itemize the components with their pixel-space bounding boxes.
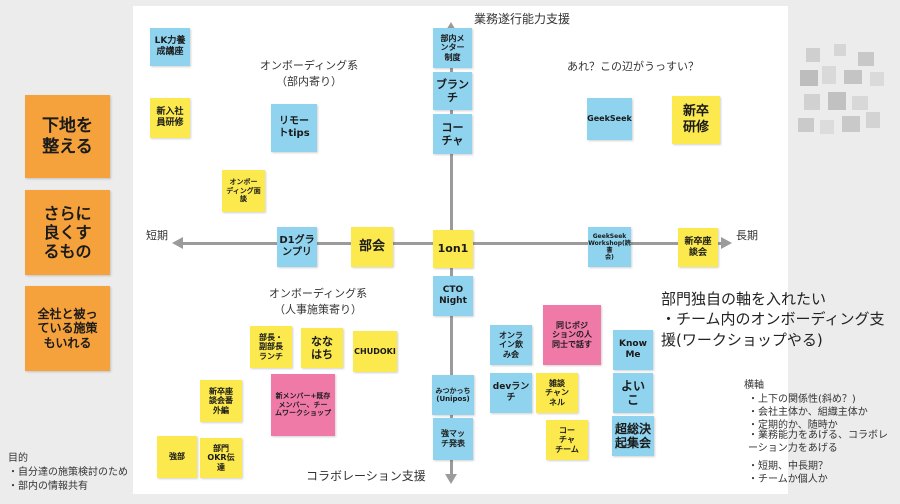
axis-label-right: 長期 (736, 229, 758, 242)
note-shinsotsu-zadankai: 新卒座 談会 (678, 228, 718, 267)
note-chudoki: CHUDOKI (353, 331, 397, 372)
note-new-member-workshop: 新メンバー+既存 メンバー、チー ムワークショップ (271, 374, 335, 436)
note-devlunch: devラン チ (490, 373, 532, 413)
axis-arrow-down-icon (445, 474, 457, 484)
label-onboarding-hr: オンボーディング系 （人事施策寄り） (268, 287, 368, 316)
note-coach: コー チャ (433, 114, 472, 154)
note-bukai: 部会 (351, 227, 393, 267)
axis-arrow-left-icon (172, 237, 183, 249)
note-online-nomikai: オンラ イン飲 み会 (490, 325, 532, 365)
purpose-title: 目的 (8, 453, 28, 464)
label-thin-area: あれ？この辺がうっすい？ (567, 60, 699, 73)
yoko-item: ・定期的か、随時か (748, 420, 838, 431)
note-bumon-okr: 強部 (157, 436, 197, 478)
yoko-item: ・業務能力をあげる、コラボレーション力をあげる (748, 430, 888, 454)
yoko-item: ・上下の関係性(斜め？) (748, 394, 856, 405)
note-kyomatch: 部門 OKR伝 達 (200, 438, 242, 478)
purpose-item: ・自分達の施策検討のため (8, 467, 128, 478)
yoko-item: ・会社主体か、組織主体か (748, 407, 868, 418)
note-geekseek-workshop: GeekSeek Workshop(読書 会) (588, 227, 631, 267)
note-lk: LK力養 成講座 (150, 28, 190, 66)
note-remote: リモー トtips (271, 104, 317, 152)
note-kyoubu: 超総決 起集会 (612, 416, 654, 456)
note-d1: D1グラ ンプリ (277, 227, 317, 267)
note-nanahachi: なな はち (301, 328, 343, 368)
axis-label-bottom: コラボレーション支援 (306, 469, 426, 483)
yoko-item: ・チームか個人か (748, 474, 828, 485)
note-cto-night: CTO Night (433, 276, 473, 316)
note-onboarding-interview: オンボー ディング面 談 (222, 170, 265, 212)
note-branch: ブラン チ (433, 72, 472, 110)
note-buchou-lunch: 部長・ 副部長 ランチ (250, 326, 292, 368)
big-text-department-axis: 部門独自の軸を入れたい ・チーム内のオンボーディング支援(ワークショップやる) (661, 290, 885, 349)
note-chosoketsu: コー チャ チーム (546, 420, 588, 460)
axis-label-top: 業務遂行能力支援 (474, 12, 571, 26)
side-note-improve: さらに 良くす るもの (25, 190, 110, 275)
note-shinsotsu-bangai: 新卒座 談会番 外編 (200, 380, 242, 422)
note-mitsukatchi: みつかっち (Unipos) (432, 375, 474, 415)
side-note-foundation: 下地を 整える (25, 95, 110, 178)
yoko-title: 横軸 (744, 380, 764, 391)
side-note-company-overlap: 全社と被っ ている施策 もいれる (25, 286, 110, 371)
yoko-item: ・短期、中長期？ (748, 461, 828, 472)
label-onboarding-dept: オンボーディング系 （部内寄り） (259, 59, 359, 88)
purpose-item: ・部内の情報共有 (8, 481, 88, 492)
note-shinsotsu: 新卒 研修 (672, 96, 720, 144)
axis-arrow-up-icon (445, 22, 457, 32)
pixelated-image (792, 40, 892, 140)
note-knowme: Know Me (613, 330, 653, 370)
note-yoiko: よい こ (613, 373, 653, 413)
axis-label-left: 短期 (146, 229, 168, 242)
note-newhire: 新入社 員研修 (150, 98, 190, 138)
note-same-position: 同じポジ ションの人 同士で話す (543, 305, 601, 365)
note-coach-team: 強マッ チ発表 (433, 418, 473, 460)
note-geekseek: GeekSeek (587, 98, 632, 140)
note-mentor: 部内メ ンター 制度 (433, 28, 472, 68)
axis-arrow-right-icon (721, 237, 732, 249)
note-zatsudan: 雑談 チャン ネル (536, 373, 578, 413)
note-1on1: 1on1 (433, 230, 473, 268)
